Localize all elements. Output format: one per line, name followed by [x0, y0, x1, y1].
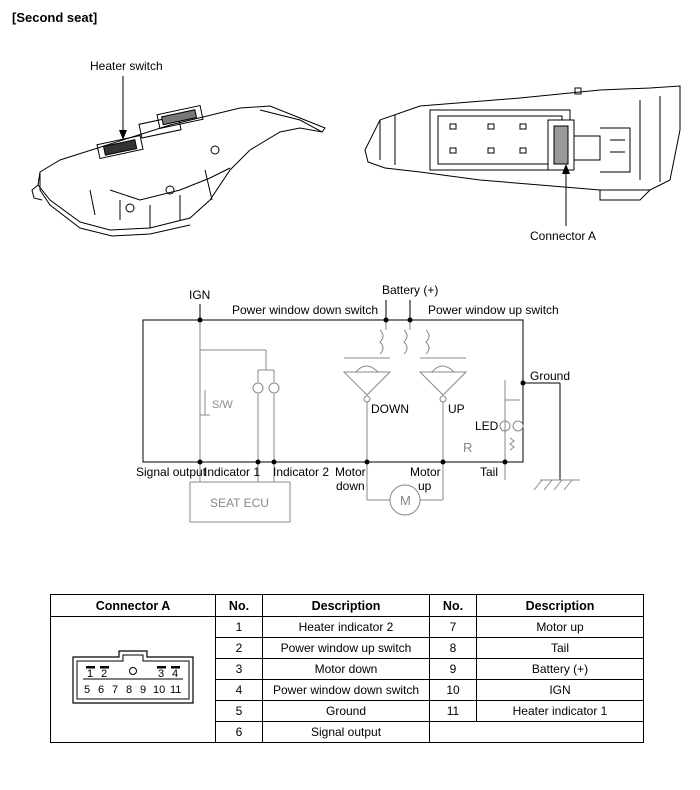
- pin-4: 4: [172, 668, 178, 680]
- motor-symbol: M: [400, 493, 411, 508]
- ground-symbol: [533, 479, 580, 491]
- header-no-1: No.: [215, 594, 263, 617]
- pin-5: 5: [84, 684, 90, 696]
- pin-description: Battery (+): [476, 658, 644, 680]
- header-description-2: Description: [476, 594, 644, 617]
- table-row: 5 Ground 11 Heater indicator 1: [51, 700, 644, 722]
- pin-3: 3: [158, 668, 164, 680]
- pin-6: 6: [98, 684, 104, 696]
- pin-number: 9: [429, 658, 477, 680]
- ground-label: Ground: [530, 369, 570, 383]
- seat-ecu-label: SEAT ECU: [210, 496, 269, 510]
- header-description-1: Description: [262, 594, 430, 617]
- switch-illustrations: Heater switch: [31, 59, 681, 243]
- pin-number: 10: [429, 679, 477, 701]
- pin-number: 6: [215, 721, 263, 743]
- down-label: DOWN: [371, 402, 409, 416]
- pin-number: 8: [429, 637, 477, 659]
- r-label: R: [463, 440, 472, 455]
- connector-pin-table: Connector A No. Description No. Descript…: [50, 594, 644, 743]
- pin-description: IGN: [476, 679, 644, 701]
- pin-number: 5: [215, 700, 263, 722]
- pin-description: Heater indicator 1: [476, 700, 644, 722]
- motor-down-label-2: down: [336, 479, 365, 493]
- tail-label: Tail: [480, 465, 498, 479]
- switch-panel-front: [31, 104, 326, 237]
- section-title: [Second seat]: [12, 10, 98, 25]
- pin-9: 9: [140, 684, 146, 696]
- empty-cell: [429, 721, 644, 743]
- motor-down-label-1: Motor: [335, 465, 366, 479]
- pin-description: Tail: [476, 637, 644, 659]
- pin-description: Ground: [262, 700, 430, 722]
- sw-label: S/W: [212, 399, 233, 411]
- switch-panel-rear: [364, 85, 681, 201]
- pw-up-switch-label: Power window up switch: [428, 303, 559, 317]
- pin-11: 11: [170, 684, 181, 696]
- motor-up-label-2: up: [418, 479, 432, 493]
- pin-description: Motor down: [262, 658, 430, 680]
- header-no-2: No.: [429, 594, 477, 617]
- led-label: LED: [475, 419, 499, 433]
- pin-2: 2: [101, 668, 107, 680]
- pin-description: Power window down switch: [262, 679, 430, 701]
- pin-description: Motor up: [476, 616, 644, 638]
- up-label: UP: [448, 402, 465, 416]
- pin-1: 1: [87, 668, 93, 680]
- pin-number: 1: [215, 616, 263, 638]
- connector-a-label: Connector A: [530, 229, 596, 243]
- pin-description: Signal output: [262, 721, 430, 743]
- table-row: 4 Power window down switch 10 IGN: [51, 679, 644, 701]
- pin-description: Power window up switch: [262, 637, 430, 659]
- pin-description: Heater indicator 2: [262, 616, 430, 638]
- ign-label: IGN: [189, 288, 210, 302]
- table-row: 6 Signal output: [51, 721, 644, 743]
- connector-a-pinout: 1 2 3 4 5 6 7 8 9 10 11: [72, 649, 194, 704]
- battery-label: Battery (+): [382, 283, 438, 297]
- header-connector-a: Connector A: [50, 594, 216, 617]
- table-row: 1 2 3 4 5 6 7 8 9 10 11 1 Heater indicat…: [50, 616, 644, 743]
- indicator-2-label: Indicator 2: [273, 465, 329, 479]
- pin-number: 3: [215, 658, 263, 680]
- pin-8: 8: [126, 684, 132, 696]
- connector-a-diagram-cell: 1 2 3 4 5 6 7 8 9 10 11: [50, 616, 216, 743]
- pin-7: 7: [112, 684, 118, 696]
- signal-output-label: Signal output: [136, 465, 207, 479]
- pin-10: 10: [153, 684, 165, 696]
- motor-up-label-1: Motor: [410, 465, 441, 479]
- pin-number: 2: [215, 637, 263, 659]
- pin-number: 7: [429, 616, 477, 638]
- indicator-1-label: Indicator 1: [204, 465, 260, 479]
- table-row: 3 Motor down 9 Battery (+): [51, 658, 644, 680]
- heater-switch-label: Heater switch: [90, 59, 163, 73]
- pw-down-switch-label: Power window down switch: [232, 303, 378, 317]
- pin-number: 11: [429, 700, 477, 722]
- circuit-diagram: IGN Battery (+) Power window down switch…: [136, 283, 580, 523]
- pin-number: 4: [215, 679, 263, 701]
